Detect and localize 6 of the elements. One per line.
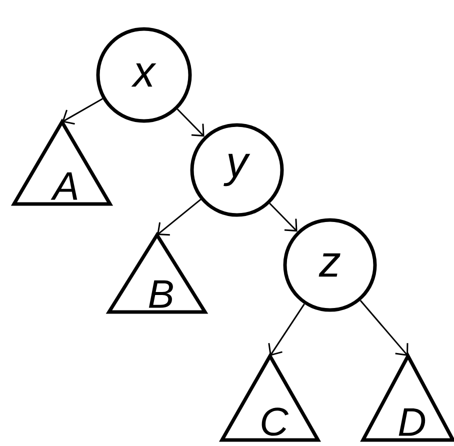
arrow [269,202,298,232]
arrow [360,300,408,356]
arrow [62,98,103,125]
arrow [176,108,204,137]
arrow [268,304,305,356]
arrow [157,198,202,236]
